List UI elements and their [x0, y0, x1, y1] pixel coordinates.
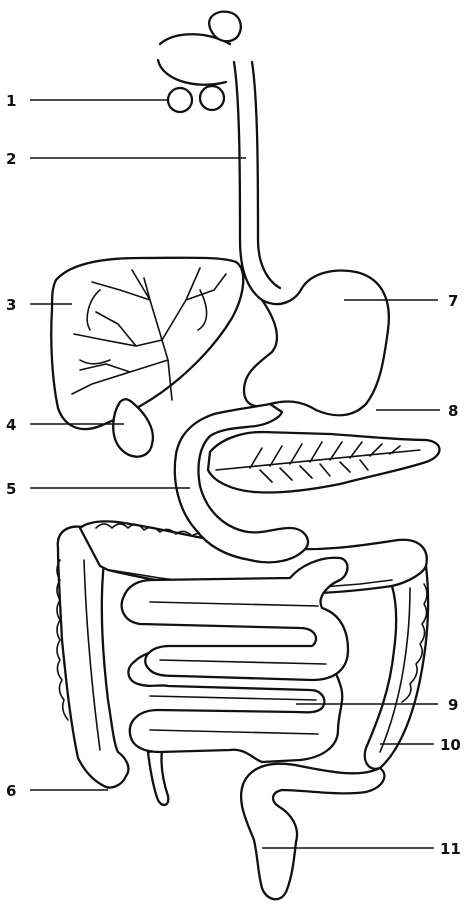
liver	[51, 258, 243, 429]
label-5: 5	[6, 480, 16, 498]
small-intestine	[122, 558, 348, 762]
pancreas	[208, 432, 440, 493]
label-2: 2	[6, 150, 16, 168]
label-1: 1	[6, 92, 16, 110]
label-6: 6	[6, 782, 16, 800]
label-11: 11	[440, 840, 461, 858]
descending-colon	[365, 566, 428, 769]
label-4: 4	[6, 416, 16, 434]
sigmoid-colon-rectum	[241, 764, 384, 900]
label-8: 8	[448, 402, 458, 420]
gallbladder	[113, 399, 153, 456]
label-9: 9	[448, 696, 458, 714]
salivary-gland-left	[168, 88, 192, 112]
pancreas-outline	[208, 432, 440, 493]
loop-line-3	[150, 696, 316, 700]
label-7: 7	[448, 292, 458, 310]
label-3: 3	[6, 296, 16, 314]
stomach	[244, 271, 389, 416]
salivary-gland-right	[200, 86, 224, 110]
label-10: 10	[440, 736, 461, 754]
appendix	[148, 750, 168, 805]
salivary-gland-top	[209, 12, 241, 42]
mouth-region	[158, 12, 241, 112]
esophagus-right-wall	[252, 62, 280, 288]
mouth-lower-outline	[158, 60, 226, 85]
